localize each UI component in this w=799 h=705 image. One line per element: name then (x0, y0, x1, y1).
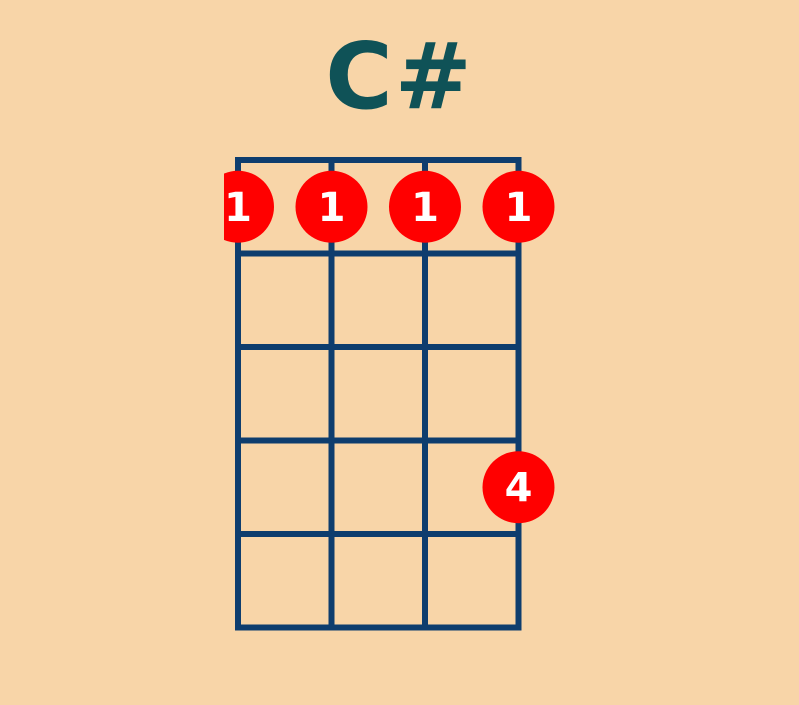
finger-dot: 1 (389, 170, 461, 243)
finger-dot-label: 1 (505, 185, 533, 231)
finger-dot-label: 1 (318, 185, 346, 231)
finger-dot-label: 4 (505, 465, 533, 511)
finger-dot: 1 (224, 170, 274, 243)
finger-dots: 1 1 1 1 4 (224, 170, 555, 524)
finger-dot-circle (482, 451, 555, 524)
finger-dot-circle (224, 170, 274, 243)
finger-dot: 4 (482, 451, 555, 524)
finger-dot: 1 (482, 170, 555, 243)
finger-dot-circle (389, 170, 461, 243)
finger-dot-circle (295, 170, 368, 243)
finger-dot-label: 1 (224, 185, 252, 231)
finger-dot-label: 1 (411, 185, 439, 231)
finger-dot-circle (482, 170, 555, 243)
fretboard-grid (235, 157, 522, 631)
finger-dot: 1 (295, 170, 368, 243)
chord-title: C# (325, 23, 474, 130)
